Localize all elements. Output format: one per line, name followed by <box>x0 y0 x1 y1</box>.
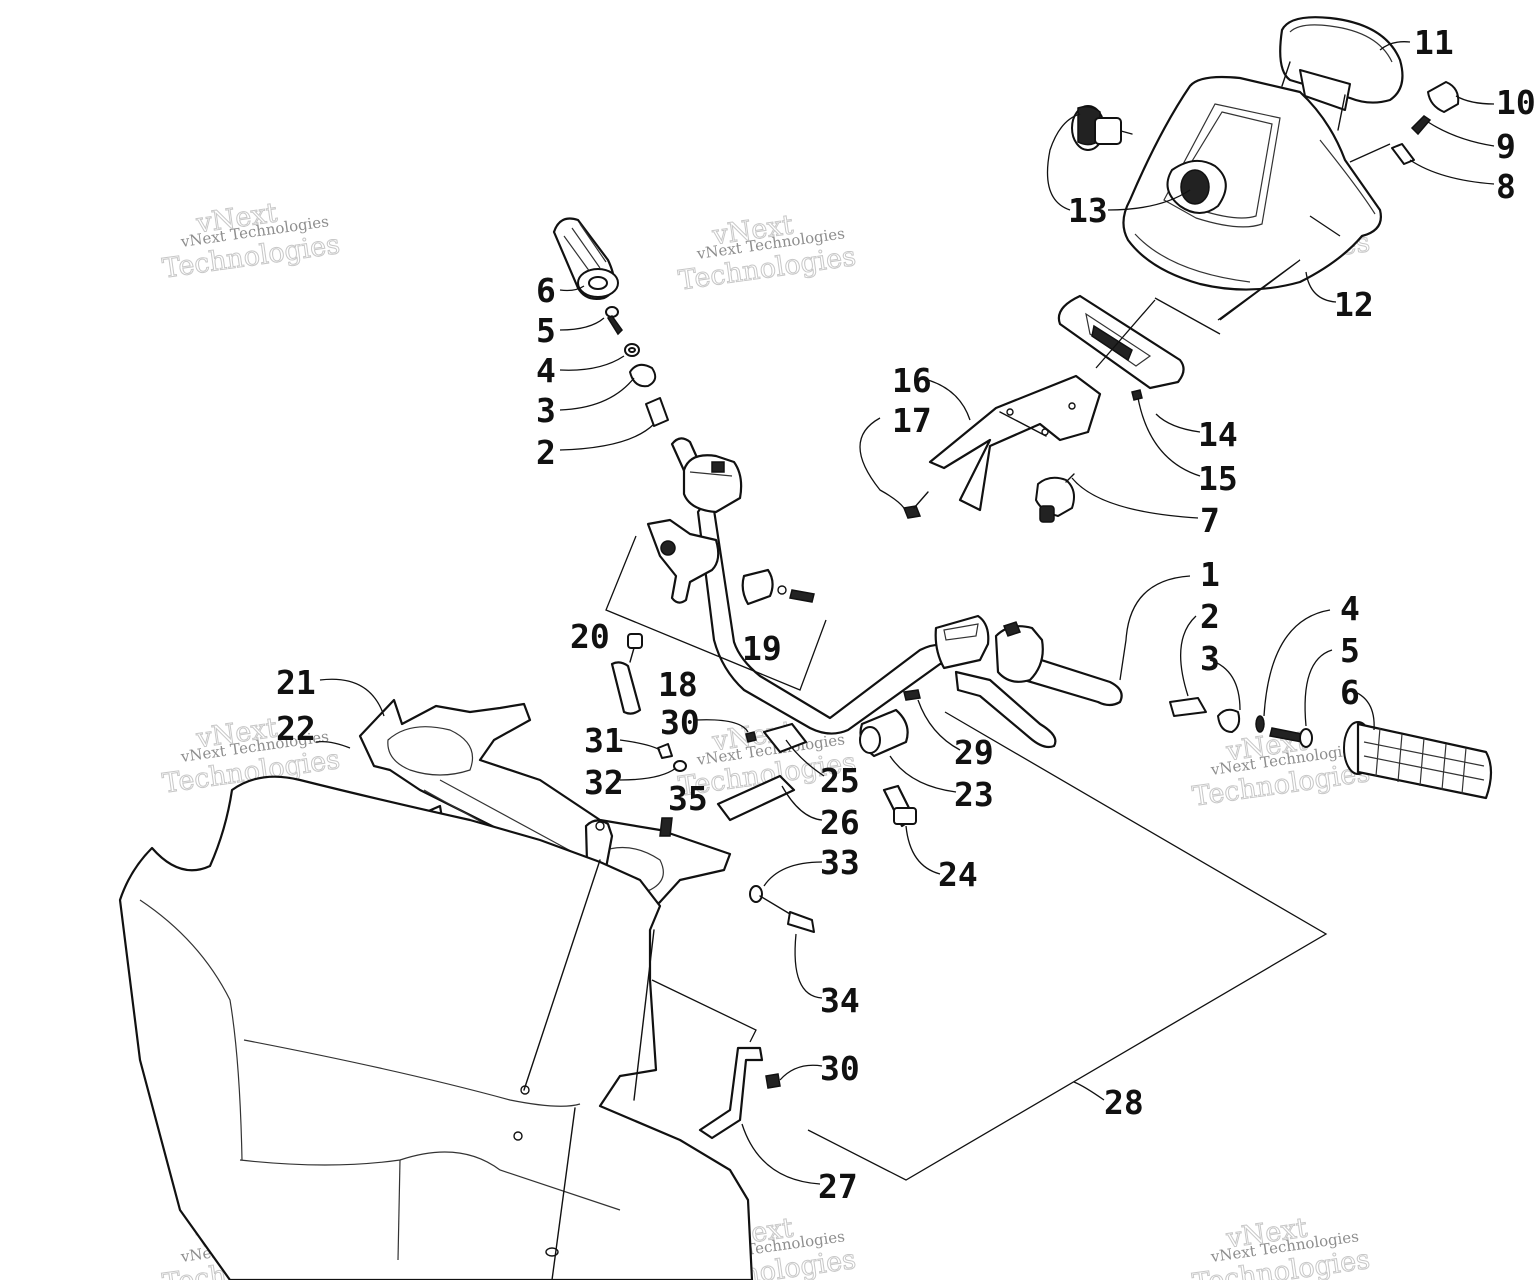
callout-23: 23 <box>954 775 994 814</box>
grip-part-6-left <box>552 217 619 300</box>
callout-12: 12 <box>1334 285 1374 324</box>
callout-15: 15 <box>1198 459 1238 498</box>
callout-7: 7 <box>1200 501 1220 540</box>
callout-25: 25 <box>820 761 860 800</box>
callout-27: 27 <box>818 1167 858 1206</box>
callout-4-left: 4 <box>536 351 556 390</box>
switch-part-7 <box>1035 473 1075 523</box>
bolt-part-5-left <box>605 306 623 336</box>
watermark: vNext vNext Technologies Technologies <box>1190 1212 1372 1280</box>
grip-part-6-right <box>1343 721 1493 800</box>
insert-part-2-left <box>645 397 669 427</box>
callout-5-left: 5 <box>536 311 556 350</box>
callout-14: 14 <box>1198 415 1238 454</box>
callout-30-upper: 30 <box>660 703 700 742</box>
watermark: vNext vNext Technologies Technologies <box>676 209 858 297</box>
left-grip-stack <box>552 217 669 427</box>
bolt-part-5-right <box>1269 727 1313 748</box>
callout-20: 20 <box>570 617 610 656</box>
watermark: vNext vNext Technologies Technologies <box>160 197 342 285</box>
screw-part-9 <box>1410 115 1432 136</box>
right-grip-stack <box>1169 697 1493 800</box>
callout-4-right: 4 <box>1340 589 1360 628</box>
cap-part-10 <box>1427 81 1460 113</box>
callout-3-right: 3 <box>1200 639 1220 678</box>
callout-29: 29 <box>954 733 994 772</box>
callout-34: 34 <box>820 981 860 1020</box>
callout-22: 22 <box>276 709 316 748</box>
callout-2-right: 2 <box>1200 597 1220 636</box>
callout-35: 35 <box>668 779 708 818</box>
callout-13: 13 <box>1068 191 1108 230</box>
socket-part-13 <box>1071 105 1227 214</box>
instrument-pod-assembly <box>1071 16 1460 291</box>
group-lines <box>605 143 1391 1181</box>
fairing-windshield <box>118 775 754 1280</box>
leader-lines <box>315 41 1495 1185</box>
callout-31: 31 <box>584 721 624 760</box>
insert-part-2-right <box>1169 697 1207 717</box>
callout-2-left: 2 <box>536 433 556 472</box>
callout-6-left: 6 <box>536 271 556 310</box>
washer-part-4-right <box>1255 715 1265 733</box>
callout-32: 32 <box>584 763 624 802</box>
callout-30-lower: 30 <box>820 1049 860 1088</box>
callout-17: 17 <box>892 401 932 440</box>
callout-33: 33 <box>820 843 860 882</box>
callout-28: 28 <box>1104 1083 1144 1122</box>
callout-26: 26 <box>820 803 860 842</box>
clip-part-8 <box>1391 143 1415 165</box>
gauge-part-11 <box>1279 16 1404 131</box>
lower-hardware <box>659 817 815 1140</box>
callout-3-left: 3 <box>536 391 556 430</box>
callout-10: 10 <box>1496 83 1536 122</box>
callouts: 11 10 9 8 13 12 6 5 4 3 2 16 17 14 15 7 … <box>276 23 1536 1206</box>
callout-5-right: 5 <box>1340 631 1360 670</box>
callout-19: 19 <box>742 629 782 668</box>
callout-9: 9 <box>1496 127 1516 166</box>
callout-11: 11 <box>1414 23 1454 62</box>
callout-21: 21 <box>276 663 316 702</box>
weight-part-3-right <box>1217 708 1241 733</box>
callout-6-right: 6 <box>1340 673 1360 712</box>
pod-housing-part-12 <box>1122 75 1382 291</box>
callout-1: 1 <box>1200 555 1220 594</box>
callout-8: 8 <box>1496 167 1516 206</box>
weight-part-3-left <box>629 363 657 388</box>
washer-part-4-left <box>624 343 640 357</box>
bracket-assembly <box>902 294 1185 523</box>
handlebar-part-1 <box>610 437 1123 828</box>
callout-24: 24 <box>938 855 978 894</box>
callout-18: 18 <box>658 665 698 704</box>
callout-16: 16 <box>892 361 932 400</box>
